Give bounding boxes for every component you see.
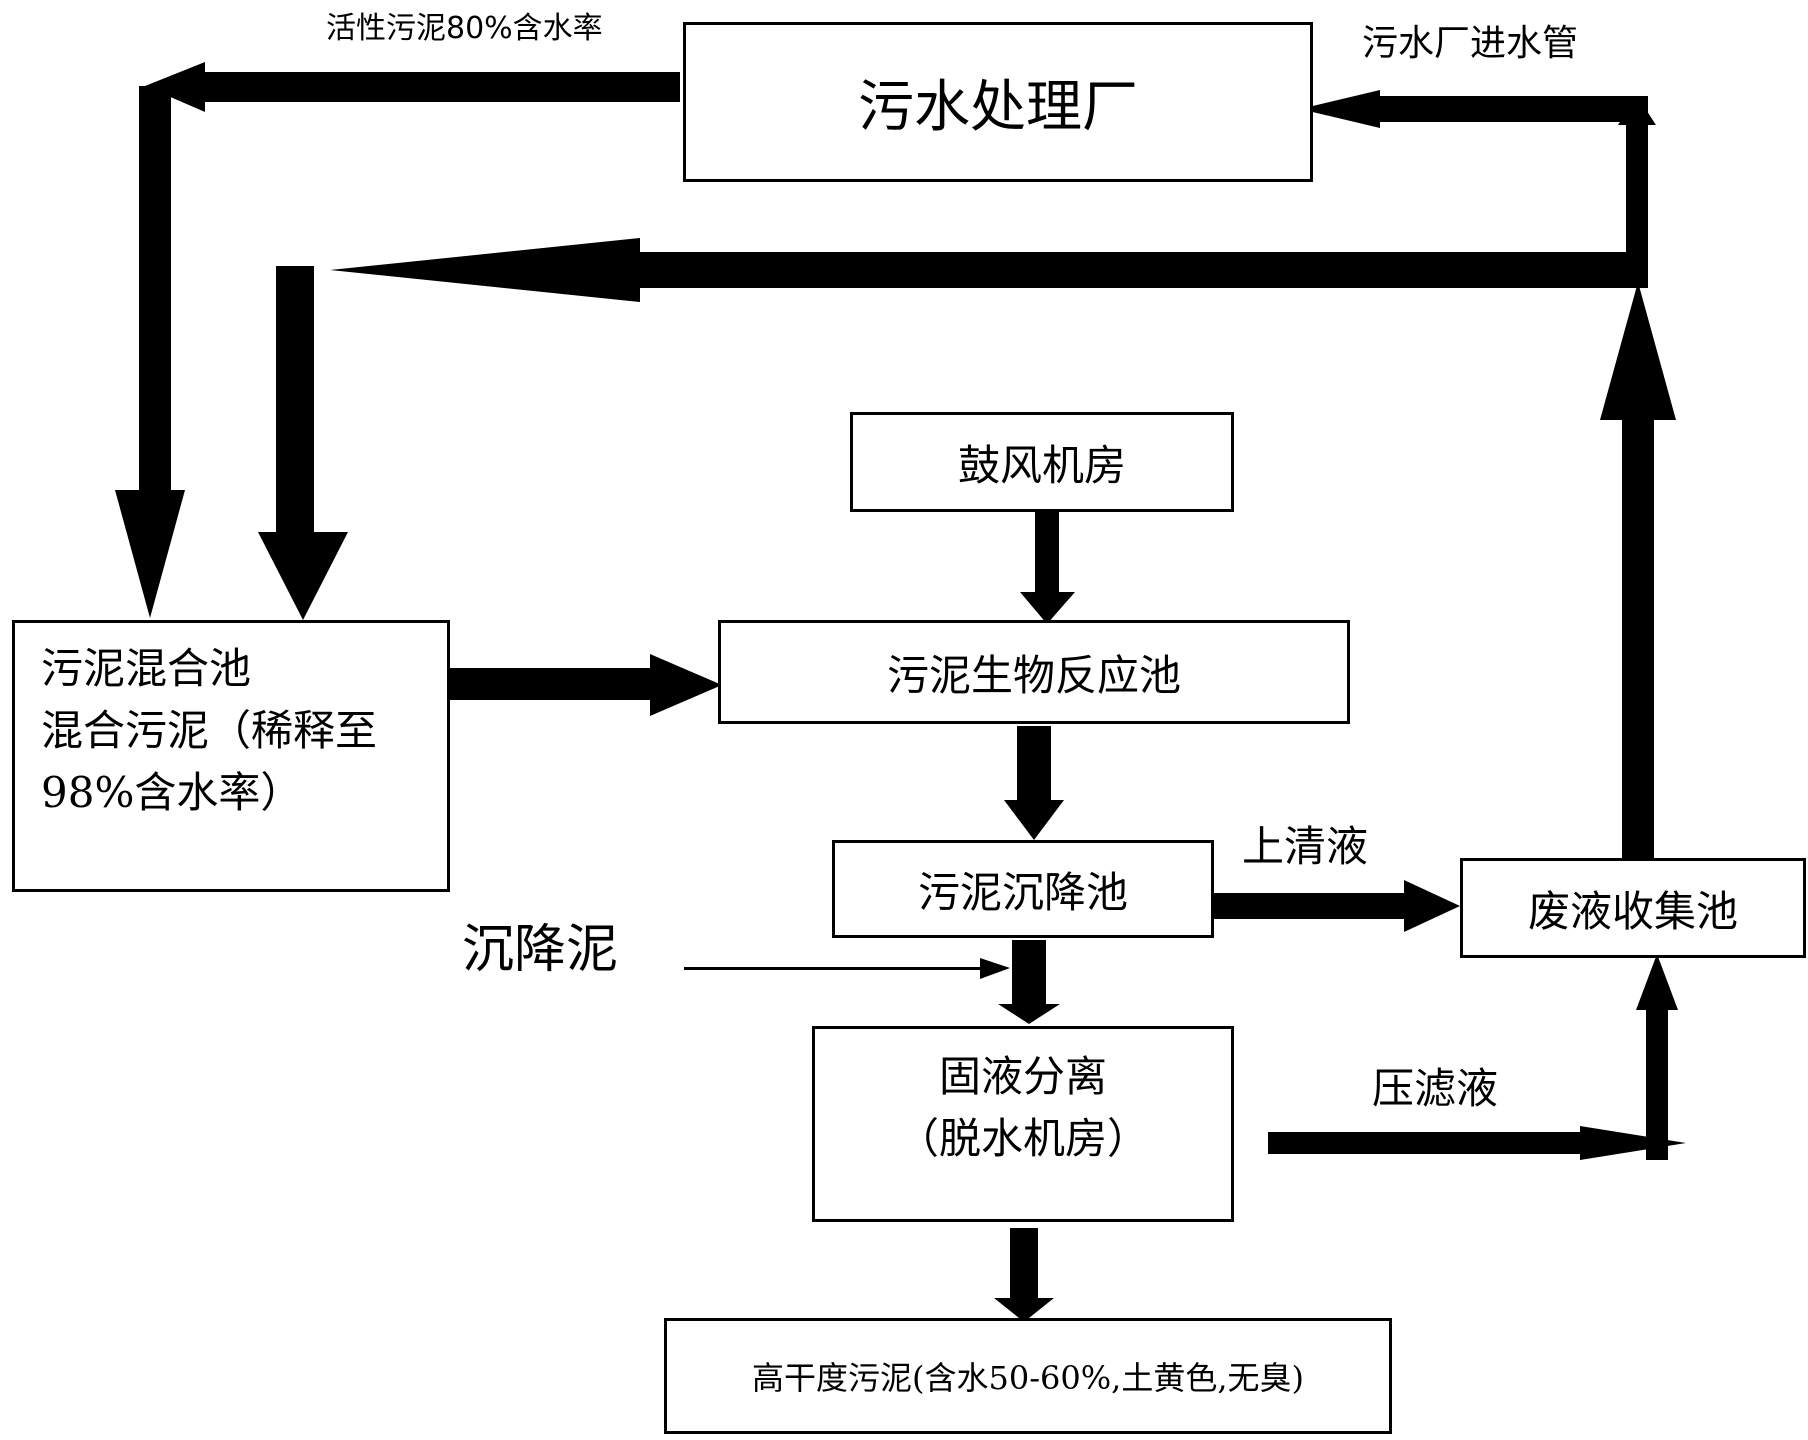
pipe-mix-to-bio bbox=[448, 668, 658, 700]
pipe-return-vertical bbox=[276, 266, 314, 536]
pipe-left-vertical bbox=[139, 86, 171, 500]
pipe-blower-down bbox=[1035, 512, 1059, 598]
settling-pool-box: 污泥沉降池 bbox=[832, 840, 1214, 938]
settled-sludge-label: 沉降泥 bbox=[462, 920, 619, 980]
separation-line1: 固液分离 bbox=[938, 1052, 1107, 1101]
pipe-bio-down bbox=[1017, 726, 1051, 806]
wastewater-plant-label: 污水处理厂 bbox=[858, 74, 1138, 140]
arrowhead-into-mix-left bbox=[115, 490, 185, 618]
pipe-settle-down bbox=[1012, 940, 1046, 1012]
pipe-riser-upper bbox=[1626, 118, 1648, 258]
solid-liquid-separation-box: 固液分离 （脱水机房） bbox=[812, 1026, 1234, 1222]
arrowhead-filtrate bbox=[1580, 1126, 1686, 1160]
arrowhead-into-waste-bottom bbox=[1636, 954, 1678, 1010]
thin-arrowhead bbox=[980, 958, 1010, 979]
activated-sludge-label: 活性污泥80%含水率 bbox=[326, 11, 603, 46]
high-dry-sludge-box: 高干度污泥(含水50-60%,土黄色,无臭) bbox=[664, 1318, 1392, 1434]
mix-pool-line2: 混合污泥（稀释至 bbox=[41, 706, 378, 755]
settling-pool-label: 污泥沉降池 bbox=[917, 867, 1128, 917]
inlet-pipe-label: 污水厂进水管 bbox=[1362, 23, 1579, 64]
arrowhead-into-bio-left bbox=[650, 654, 722, 716]
arrow-return-top bbox=[330, 238, 1648, 302]
arrowhead-into-mix-right bbox=[258, 532, 348, 620]
waste-collection-pool-label: 废液收集池 bbox=[1527, 886, 1738, 936]
bio-reactor-label: 污泥生物反应池 bbox=[886, 650, 1181, 700]
wastewater-plant-box: 污水处理厂 bbox=[683, 22, 1313, 182]
blower-room-label: 鼓风机房 bbox=[957, 440, 1126, 490]
waste-collection-pool-box: 废液收集池 bbox=[1460, 858, 1806, 958]
supernatant-label: 上清液 bbox=[1242, 822, 1369, 871]
pipe-separation-down bbox=[1010, 1228, 1038, 1304]
sludge-mix-pool-box: 污泥混合池 混合污泥（稀释至 98%含水率） bbox=[12, 620, 450, 892]
filtrate-label: 压滤液 bbox=[1372, 1064, 1499, 1113]
arrow-plant-to-left bbox=[145, 62, 680, 112]
mix-pool-line1: 污泥混合池 bbox=[41, 644, 252, 693]
arrowhead-into-bio bbox=[1020, 592, 1075, 624]
pipe-riser-lower bbox=[1622, 410, 1654, 864]
arrow-into-plant bbox=[1300, 90, 1648, 128]
separation-line2: （脱水机房） bbox=[896, 1114, 1149, 1163]
pipe-settle-to-waste bbox=[1212, 893, 1412, 919]
thin-settled-sludge-line bbox=[684, 967, 984, 970]
arrowhead-into-settle bbox=[1004, 800, 1064, 840]
bio-reactor-box: 污泥生物反应池 bbox=[718, 620, 1350, 724]
pipe-filtrate-horizontal bbox=[1268, 1132, 1588, 1154]
arrowhead-into-waste bbox=[1404, 880, 1460, 932]
arrowhead-riser-top bbox=[1618, 96, 1656, 125]
arrowhead-into-separation bbox=[998, 1004, 1060, 1024]
arrowhead-into-product bbox=[994, 1298, 1054, 1322]
arrowhead-riser-up bbox=[1600, 282, 1676, 420]
pipe-filtrate-riser bbox=[1646, 1002, 1668, 1160]
mix-pool-line3: 98%含水率） bbox=[41, 768, 303, 817]
blower-room-box: 鼓风机房 bbox=[850, 412, 1234, 512]
high-dry-sludge-label: 高干度污泥(含水50-60%,土黄色,无臭) bbox=[752, 1359, 1304, 1397]
